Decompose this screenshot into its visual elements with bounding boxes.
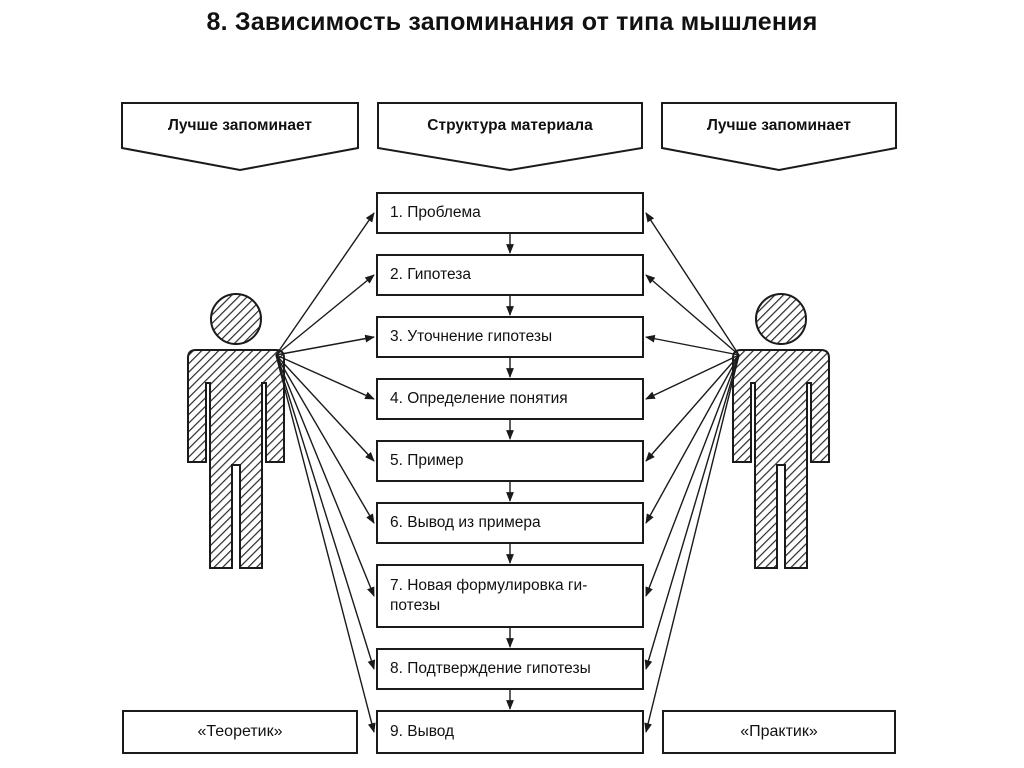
step-4: 4. Определение понятия bbox=[376, 378, 644, 420]
header-center-label: Структура материала bbox=[427, 117, 593, 134]
step-2: 2. Гипотеза bbox=[376, 254, 644, 296]
step-5: 5. Пример bbox=[376, 440, 644, 482]
type-practic-label: «Практик» bbox=[740, 723, 818, 740]
header-left-label: Лучше запоминает bbox=[167, 117, 313, 134]
step-8-label: 8. Подтверждение гипотезы bbox=[390, 660, 591, 677]
step-8: 8. Подтверждение гипотезы bbox=[376, 648, 644, 690]
arrow-right-to-step-8 bbox=[644, 354, 740, 670]
arrows-group bbox=[275, 212, 740, 733]
step-5-label: 5. Пример bbox=[390, 452, 464, 469]
header-right-label: Лучше запоминает bbox=[706, 117, 852, 134]
arrow-left-to-step-9 bbox=[275, 354, 376, 733]
type-theoretic-label: «Теоретик» bbox=[197, 723, 283, 740]
header-left-shape bbox=[121, 102, 359, 172]
step-2-label: 2. Гипотеза bbox=[390, 266, 472, 283]
header-center-shape bbox=[377, 102, 643, 172]
header-center: Структура материала bbox=[378, 104, 642, 148]
step-3: 3. Уточнение гипотезы bbox=[376, 316, 644, 358]
step-6: 6. Вывод из примера bbox=[376, 502, 644, 544]
arrow-right-to-step-1 bbox=[645, 212, 740, 356]
arrow-right-to-step-4 bbox=[645, 354, 740, 400]
arrow-left-to-step-8 bbox=[275, 354, 376, 670]
person-theoretic-icon bbox=[187, 293, 285, 569]
arrow-left-to-step-5 bbox=[275, 354, 375, 462]
arrow-right-to-step-5 bbox=[645, 354, 740, 462]
arrow-left-to-step-4 bbox=[275, 354, 375, 400]
step-7-label: 7. Новая формулировка ги- потезы bbox=[390, 577, 588, 614]
arrow-left-to-step-2 bbox=[275, 274, 375, 356]
arrow-right-to-step-7 bbox=[645, 354, 740, 597]
arrow-left-to-step-7 bbox=[275, 354, 375, 597]
step-4-label: 4. Определение понятия bbox=[390, 390, 568, 407]
step-9: 9. Вывод bbox=[376, 710, 644, 754]
type-theoretic-box: «Теоретик» bbox=[122, 710, 358, 754]
header-right: Лучше запоминает bbox=[662, 104, 896, 148]
arrow-right-to-step-6 bbox=[645, 354, 740, 524]
header-left: Лучше запоминает bbox=[122, 104, 358, 148]
step-9-label: 9. Вывод bbox=[390, 723, 455, 740]
arrow-left-to-step-6 bbox=[275, 354, 375, 524]
header-right-shape bbox=[661, 102, 897, 172]
step-1-label: 1. Проблема bbox=[390, 204, 481, 221]
step-7: 7. Новая формулировка ги- потезы bbox=[376, 564, 644, 628]
arrow-right-to-step-9 bbox=[644, 354, 740, 733]
step-6-label: 6. Вывод из примера bbox=[390, 514, 541, 531]
arrow-left-to-step-3 bbox=[275, 334, 375, 356]
arrow-right-to-step-2 bbox=[645, 274, 740, 356]
step-3-label: 3. Уточнение гипотезы bbox=[390, 328, 553, 345]
page-title: 8. Зависимость запоминания от типа мышле… bbox=[206, 8, 818, 36]
step-1: 1. Проблема bbox=[376, 192, 644, 234]
arrow-left-to-step-1 bbox=[275, 212, 375, 356]
person-practic-icon bbox=[732, 293, 830, 569]
type-practic-box: «Практик» bbox=[662, 710, 896, 754]
arrow-right-to-step-3 bbox=[645, 334, 740, 356]
